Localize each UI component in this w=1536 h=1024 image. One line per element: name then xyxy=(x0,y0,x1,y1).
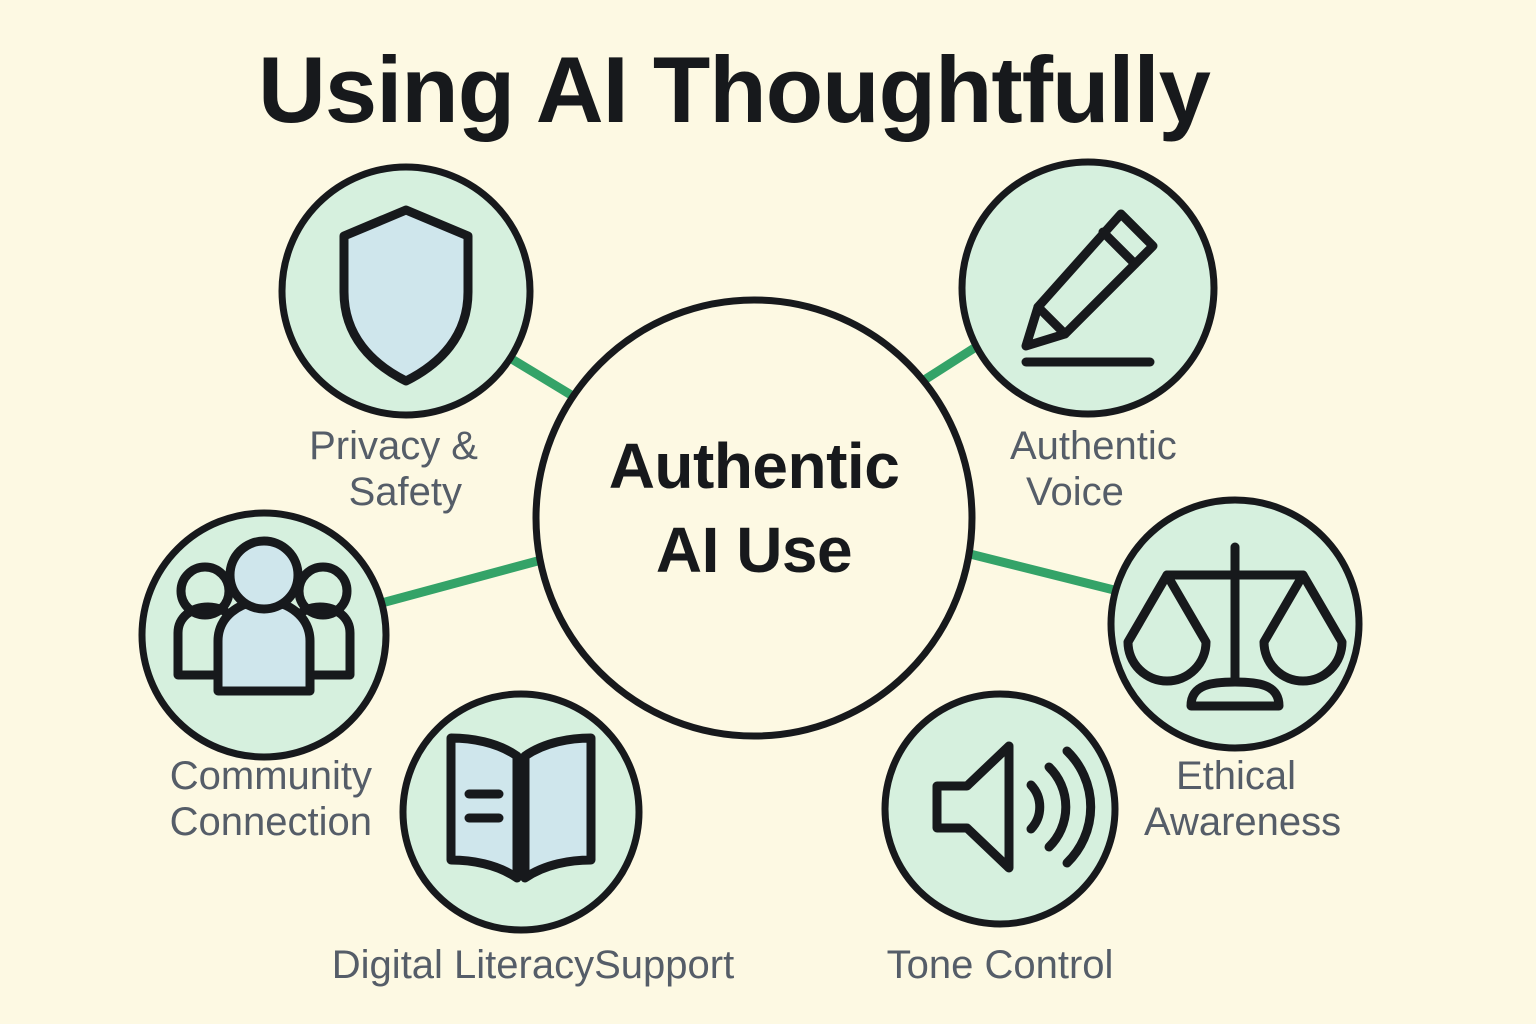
node-circle-tone-control xyxy=(881,690,1119,928)
node-label-community-connection-line2: Connection xyxy=(170,800,372,844)
people-icon xyxy=(173,536,355,696)
node-circle-authentic-voice xyxy=(958,158,1218,418)
node-label-tone-control: Tone Control xyxy=(887,943,1114,987)
node-label-privacy-safety-line2: Safety xyxy=(349,470,462,514)
node-label-authentic-voice-line1: Authentic xyxy=(1010,424,1177,468)
connector-community-connection xyxy=(376,554,547,609)
node-authentic-voice[interactable]: Authentic Voice xyxy=(958,158,1218,514)
node-label-authentic-voice-line2: Voice xyxy=(1026,470,1124,514)
hub-label-line2: AI Use xyxy=(656,514,852,586)
node-label-privacy-safety-line1: Privacy & xyxy=(309,424,478,468)
speaker-icon xyxy=(932,741,1096,873)
node-privacy-safety[interactable]: Privacy & Safety xyxy=(278,163,534,514)
book-icon xyxy=(446,733,596,883)
hub-node[interactable]: Authentic AI Use xyxy=(532,296,976,740)
connector-ethical-awareness xyxy=(964,548,1132,599)
hub-label-line1: Authentic xyxy=(609,430,900,502)
hub-circle xyxy=(532,296,976,740)
node-label-ethical-awareness-line2: Awareness xyxy=(1144,800,1341,844)
node-digital-literacy-support[interactable]: Digital LiteracySupport xyxy=(332,690,734,987)
shield-icon xyxy=(339,205,473,386)
node-community-connection[interactable]: Community Connection xyxy=(138,509,390,844)
node-label-community-connection-line1: Community xyxy=(170,754,372,798)
pen-icon xyxy=(1021,209,1158,367)
node-label-digital-literacy: Digital LiteracySupport xyxy=(332,943,734,987)
node-ethical-awareness[interactable]: Ethical Awareness xyxy=(1107,496,1363,844)
node-label-ethical-awareness-line1: Ethical xyxy=(1176,754,1296,798)
scales-icon xyxy=(1123,542,1347,711)
page-title: Using AI Thoughtfully xyxy=(258,37,1211,142)
node-tone-control[interactable]: Tone Control xyxy=(881,690,1119,987)
